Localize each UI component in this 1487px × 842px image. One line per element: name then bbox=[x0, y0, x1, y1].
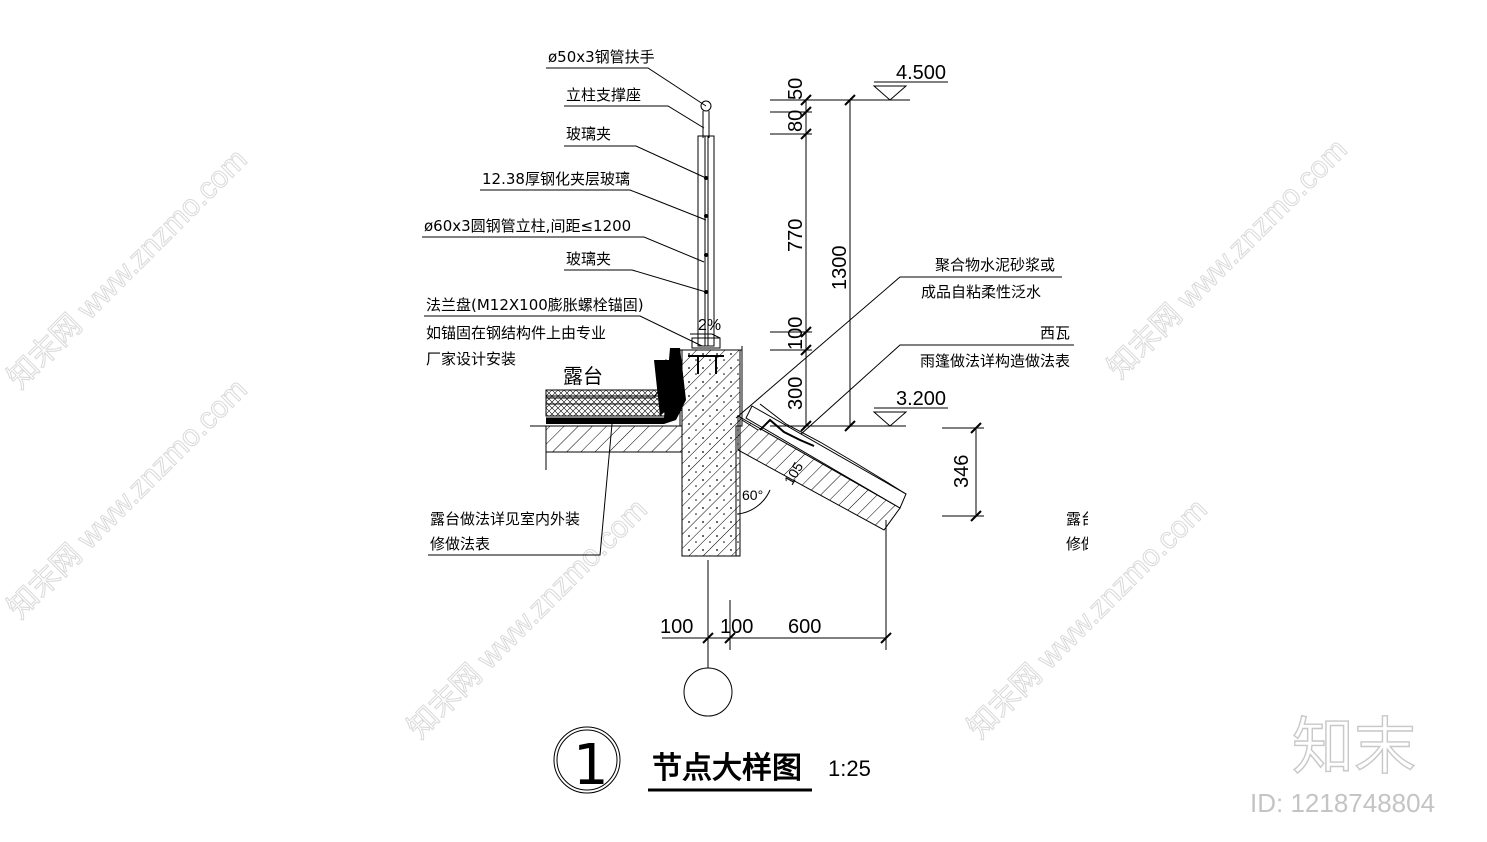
elevation-marker-top: 4.500 bbox=[872, 62, 948, 101]
label-mortar-1: 聚合物水泥砂浆或 bbox=[935, 256, 1055, 274]
svg-text:知末网 www.znzmo.com: 知末网 www.znzmo.com bbox=[962, 493, 1214, 745]
label-mortar-2: 成品自粘柔性泛水 bbox=[921, 283, 1041, 301]
dim-600: 600 bbox=[788, 616, 821, 638]
label-terrace: 露台 bbox=[563, 364, 603, 388]
label-terrace-note-2: 修做法表 bbox=[430, 535, 490, 553]
handrail-tube bbox=[700, 100, 712, 112]
svg-text:知末网 www.znzmo.com: 知末网 www.znzmo.com bbox=[2, 143, 254, 395]
dimensions: 50 80 770 100 300 1300 4.500 3.200 346 2… bbox=[660, 62, 984, 717]
label-leaders: ø50x3钢管扶手 立柱支撑座 玻璃夹 12.38厚钢化夹层玻璃 ø60x3圆钢… bbox=[422, 48, 1118, 560]
dim-100: 100 bbox=[785, 317, 807, 350]
label-tile: 西瓦 bbox=[1040, 324, 1070, 342]
dim-slope: 2% bbox=[698, 317, 721, 334]
dim-1300: 1300 bbox=[829, 246, 851, 291]
svg-text:4.500: 4.500 bbox=[896, 62, 946, 84]
axis-bubble bbox=[683, 667, 733, 717]
label-post: ø60x3圆钢管立柱,间距≤1200 bbox=[424, 217, 631, 235]
elevation-marker-bottom: 3.200 bbox=[872, 388, 948, 427]
svg-text:知末网 www.znzmo.com: 知末网 www.znzmo.com bbox=[1102, 133, 1354, 385]
dim-50: 50 bbox=[785, 78, 807, 100]
brand-watermark: 知末 ID: 1218748804 bbox=[1250, 709, 1435, 818]
dim-angle: 60° bbox=[742, 487, 763, 503]
label-handrail: ø50x3钢管扶手 bbox=[548, 48, 655, 66]
label-flange-1: 法兰盘(M12X100膨胀螺栓锚固) bbox=[426, 296, 644, 314]
detail-scale: 1:25 bbox=[828, 756, 871, 781]
brand-id: ID: 1218748804 bbox=[1250, 788, 1435, 818]
dim-100-right: 100 bbox=[720, 616, 753, 638]
label-canopy: 雨篷做法详构造做法表 bbox=[920, 352, 1070, 370]
dim-80: 80 bbox=[785, 110, 807, 132]
label-flange-2: 如锚固在钢结构件上由专业 bbox=[426, 324, 606, 342]
label-glass: 12.38厚钢化夹层玻璃 bbox=[482, 170, 630, 188]
label-terrace-note-1: 露台做法详见室内外装 bbox=[430, 510, 580, 528]
label-glass-clip-bottom: 玻璃夹 bbox=[566, 250, 611, 268]
structure bbox=[530, 346, 907, 557]
label-flange-3: 厂家设计安装 bbox=[426, 350, 516, 368]
svg-text:3.200: 3.200 bbox=[896, 388, 946, 410]
detail-title-text: 节点大样图 bbox=[652, 751, 802, 786]
brand-logo: 知末 bbox=[1292, 710, 1416, 783]
label-glass-clip-top: 玻璃夹 bbox=[566, 125, 611, 143]
svg-text:知末网 www.znzmo.com: 知末网 www.znzmo.com bbox=[402, 493, 654, 745]
dim-300: 300 bbox=[785, 377, 807, 410]
label-post-base: 立柱支撑座 bbox=[566, 86, 641, 104]
dim-100-left: 100 bbox=[660, 616, 693, 638]
detail-title: 1 节点大样图 1:25 bbox=[553, 726, 871, 798]
detail-number: 1 bbox=[573, 733, 609, 798]
dim-770: 770 bbox=[785, 219, 807, 252]
svg-text:知末网 www.znzmo.com: 知末网 www.znzmo.com bbox=[2, 373, 254, 625]
dim-346: 346 bbox=[951, 455, 973, 488]
glass-panel bbox=[697, 135, 715, 347]
